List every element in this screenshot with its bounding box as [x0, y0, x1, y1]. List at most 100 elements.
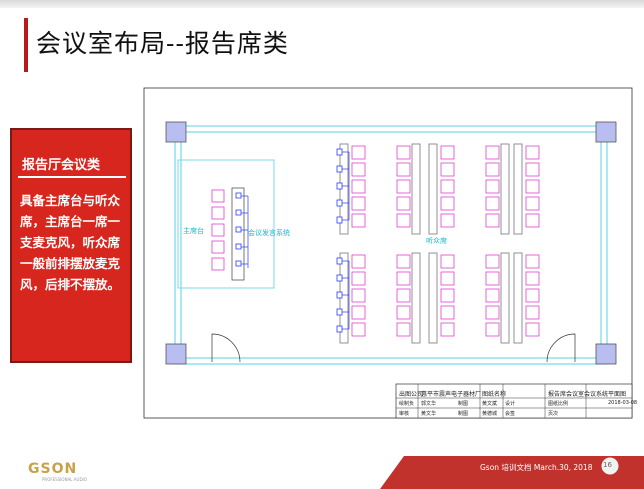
audience-chair	[485, 322, 500, 337]
audience-chair	[525, 271, 540, 286]
audience-table	[513, 143, 523, 235]
top-band	[0, 0, 644, 8]
audience-table	[428, 143, 438, 235]
door-right	[546, 333, 576, 363]
panel-divider	[18, 176, 126, 178]
title-block-cell: 审核	[399, 411, 410, 417]
podium-microphone	[235, 226, 242, 233]
podium-chair	[211, 257, 225, 271]
audience-table	[428, 252, 438, 344]
title-block-cell: 2018-03-08	[608, 400, 638, 406]
audience-chair	[485, 179, 500, 194]
audience-label: 听众席	[426, 237, 447, 245]
audience-chair	[485, 213, 500, 228]
audience-chair	[485, 162, 500, 177]
title-block-cell: 制图	[458, 401, 469, 407]
audience-chair	[440, 271, 455, 286]
title-block-cell: 设计	[505, 401, 516, 407]
podium-chair	[211, 240, 225, 254]
audience-chair	[525, 179, 540, 194]
podium-chair	[211, 189, 225, 203]
column-bottom-right	[595, 343, 617, 365]
audience-table	[500, 252, 510, 344]
panel-body: 具备主席台与听众席，主席台一席一支麦克风，听众席一般前排摆放麦克风，后排不摆放。	[20, 193, 121, 292]
audience-chair	[525, 254, 540, 269]
title-block-cell: 制图	[458, 411, 469, 417]
page-number: 16	[603, 461, 612, 469]
title-block	[395, 383, 633, 419]
audience-chair	[396, 213, 411, 228]
left-info-panel: 报告厅会议类 具备主席台与听众席，主席台一席一支麦克风，听众席一般前排摆放麦克风…	[10, 128, 132, 363]
column-bottom-left	[165, 343, 187, 365]
audience-chair	[525, 322, 540, 337]
audience-chair	[525, 145, 540, 160]
audience-chair	[440, 145, 455, 160]
audience-chair	[440, 288, 455, 303]
audience-chair	[351, 322, 366, 337]
audience-chair	[440, 305, 455, 320]
audience-chair	[351, 271, 366, 286]
outer-wall	[174, 125, 608, 365]
audience-seats	[336, 143, 540, 344]
title-block-cell: 图纸比例	[548, 401, 569, 407]
audience-chair	[525, 305, 540, 320]
column-top-right	[595, 121, 617, 143]
podium-seats	[211, 187, 249, 281]
audience-chair	[525, 288, 540, 303]
audience-chair	[396, 179, 411, 194]
audience-chair	[396, 305, 411, 320]
tb-drawing-name: 报告席会议室会议系统平面图	[548, 391, 627, 398]
audience-chair	[485, 145, 500, 160]
audience-chair	[440, 254, 455, 269]
audience-chair	[396, 288, 411, 303]
podium-label: 主席台	[183, 227, 204, 235]
audience-chair	[485, 271, 500, 286]
audience-table	[411, 143, 421, 235]
column-top-left	[165, 121, 187, 143]
door-left	[211, 333, 241, 363]
audience-chair	[396, 196, 411, 211]
audience-chair	[351, 145, 366, 160]
podium-microphone	[235, 243, 242, 250]
audience-chair	[440, 322, 455, 337]
stage-area	[177, 159, 275, 289]
audience-chair	[525, 196, 540, 211]
title-block-cell: 会签	[505, 411, 516, 417]
gson-logo: GSON PROFESSIONAL AUDIO	[28, 461, 87, 482]
audience-chair	[440, 179, 455, 194]
tb-drawing-name-label: 图纸名称	[482, 391, 507, 398]
audience-chair	[440, 162, 455, 177]
audience-chair	[396, 322, 411, 337]
audience-chair	[351, 213, 366, 228]
title-block-cell: 郭文华	[421, 401, 437, 407]
podium-microphone	[235, 260, 242, 267]
title-accent-bar	[24, 18, 28, 72]
audience-chair	[440, 196, 455, 211]
title-block-cell: 黄德城	[482, 411, 498, 417]
audience-chair	[396, 254, 411, 269]
drawing-frame	[143, 87, 633, 419]
audience-chair	[525, 162, 540, 177]
title-block-cell: 黄文华	[421, 411, 437, 417]
audience-chair	[396, 162, 411, 177]
audience-table	[500, 143, 510, 235]
podium-microphone	[235, 209, 242, 216]
audience-chair	[485, 254, 500, 269]
audience-table	[513, 252, 523, 344]
tb-factory: 惠平市震声电子器材厂	[421, 391, 482, 398]
footer-doc-info: Gson 培训文档 March.30, 2018	[480, 463, 593, 472]
panel-heading: 报告厅会议类	[22, 158, 101, 173]
audience-chair	[485, 305, 500, 320]
audience-chair	[525, 213, 540, 228]
audience-chair	[485, 196, 500, 211]
audience-chair	[351, 196, 366, 211]
audience-chair	[396, 271, 411, 286]
audience-chair	[351, 162, 366, 177]
system-label: 会议发言系统	[248, 229, 290, 237]
audience-chair	[351, 305, 366, 320]
title-block-cell: 黄文斌	[482, 401, 498, 407]
tb-company-label: 出图公司	[399, 391, 424, 398]
audience-chair	[351, 254, 366, 269]
